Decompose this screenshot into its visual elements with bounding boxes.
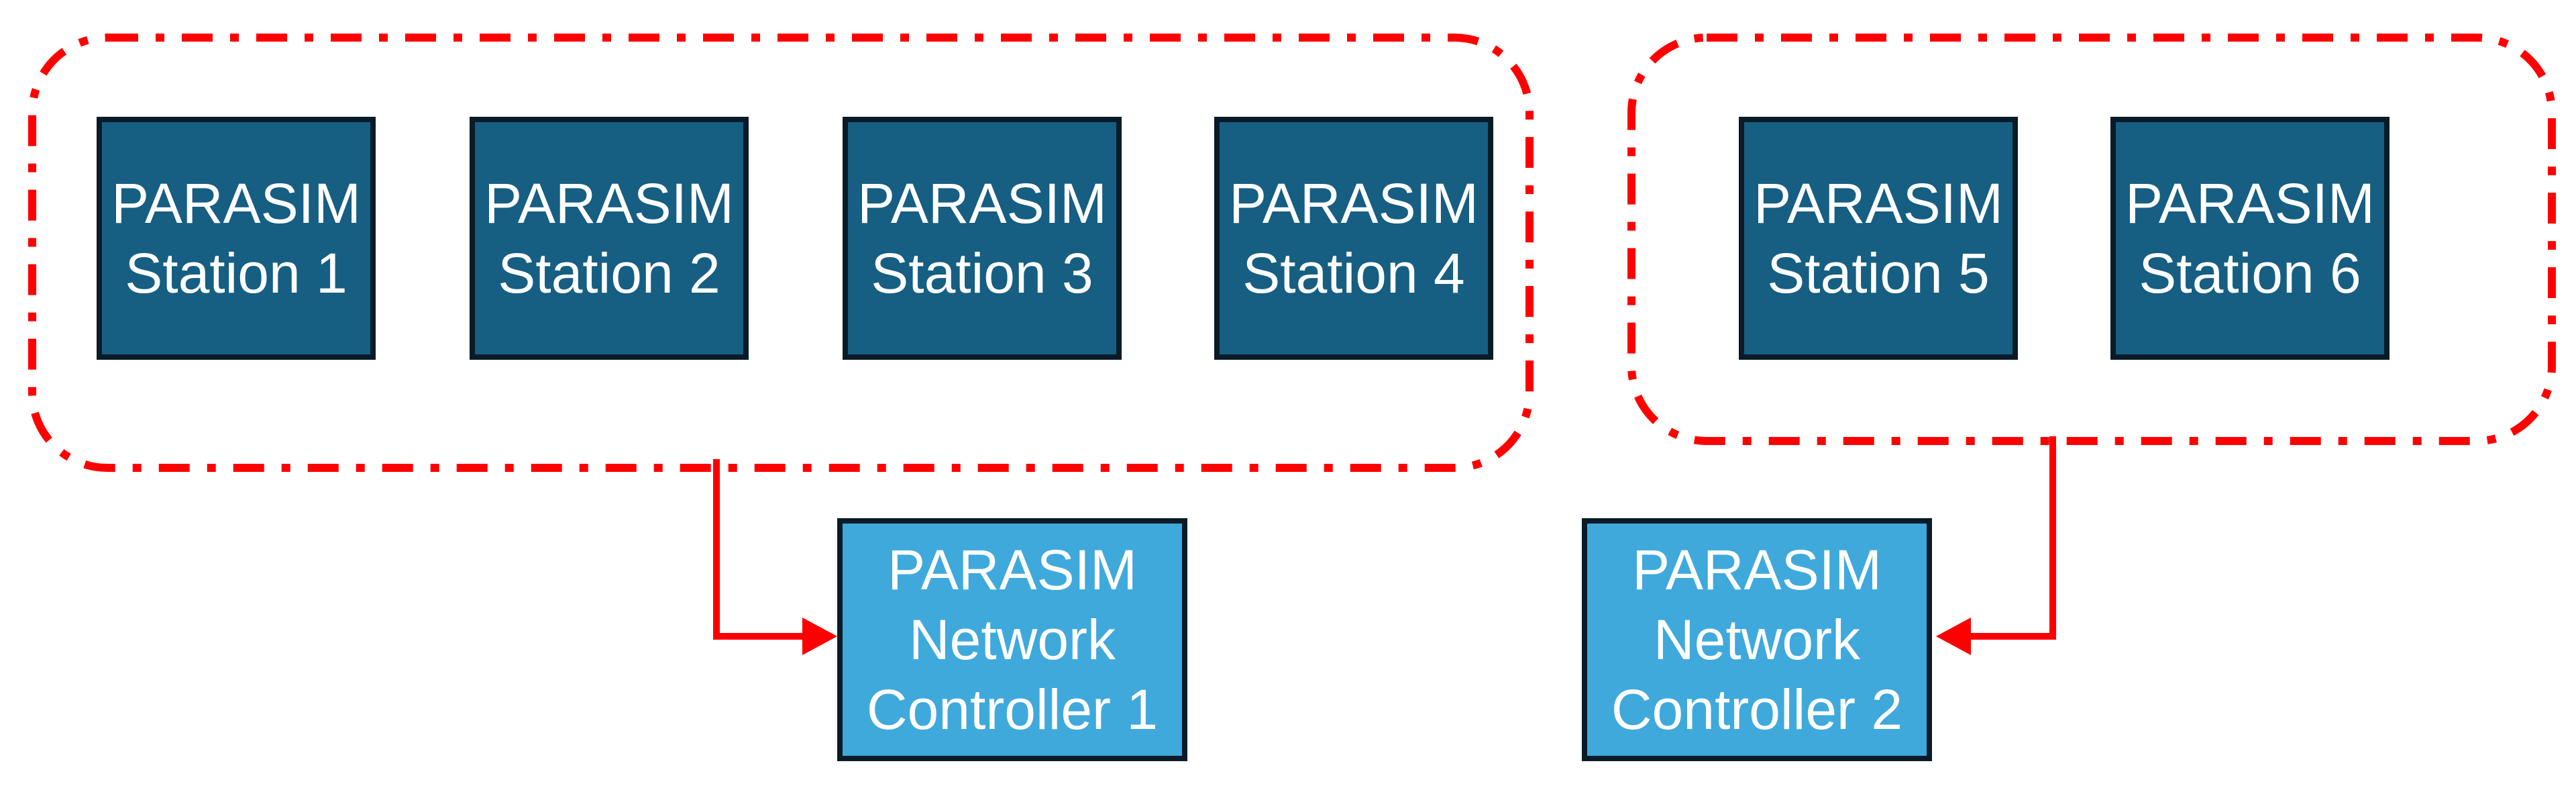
station-box-2: PARASIM Station 2 bbox=[470, 117, 749, 360]
arrow-group2-to-controller2-head-icon bbox=[1936, 618, 1971, 655]
station-box-1: PARASIM Station 1 bbox=[97, 117, 376, 360]
station-1-line1: PARASIM bbox=[111, 172, 361, 235]
arrow-group1-to-controller1-head-icon bbox=[802, 618, 837, 655]
controller-1-line1: PARASIM bbox=[888, 538, 1137, 601]
controller-2-line3: Controller 2 bbox=[1611, 678, 1903, 741]
station-1-line2: Station 1 bbox=[125, 242, 347, 305]
network-controller-2-box: PARASIM Network Controller 2 bbox=[1582, 518, 1932, 761]
station-3-line2: Station 3 bbox=[871, 242, 1093, 305]
station-6-line2: Station 6 bbox=[2139, 242, 2361, 305]
station-box-6: PARASIM Station 6 bbox=[2110, 117, 2390, 360]
station-box-4: PARASIM Station 4 bbox=[1214, 117, 1493, 360]
controller-1-line3: Controller 1 bbox=[866, 678, 1159, 741]
station-group-2-boundary bbox=[1627, 34, 2556, 445]
arrow-group1-to-controller1-line bbox=[713, 459, 805, 640]
station-5-line2: Station 5 bbox=[1767, 242, 1990, 305]
controller-2-line1: PARASIM bbox=[1632, 538, 1882, 601]
controller-1-line2: Network bbox=[908, 608, 1116, 671]
station-box-3: PARASIM Station 3 bbox=[843, 117, 1122, 360]
station-4-line1: PARASIM bbox=[1229, 172, 1479, 235]
controller-2-line2: Network bbox=[1653, 608, 1861, 671]
station-4-line2: Station 4 bbox=[1242, 242, 1465, 305]
network-controller-1-box: PARASIM Network Controller 1 bbox=[837, 518, 1187, 761]
station-2-line1: PARASIM bbox=[484, 172, 734, 235]
arrow-group2-to-controller2-line bbox=[1970, 436, 2056, 640]
station-6-line1: PARASIM bbox=[2125, 172, 2375, 235]
station-group-1-boundary bbox=[28, 34, 1534, 472]
station-2-line2: Station 2 bbox=[498, 242, 720, 305]
station-3-line1: PARASIM bbox=[857, 172, 1107, 235]
station-5-line1: PARASIM bbox=[1754, 172, 2003, 235]
station-box-5: PARASIM Station 5 bbox=[1739, 117, 2018, 360]
